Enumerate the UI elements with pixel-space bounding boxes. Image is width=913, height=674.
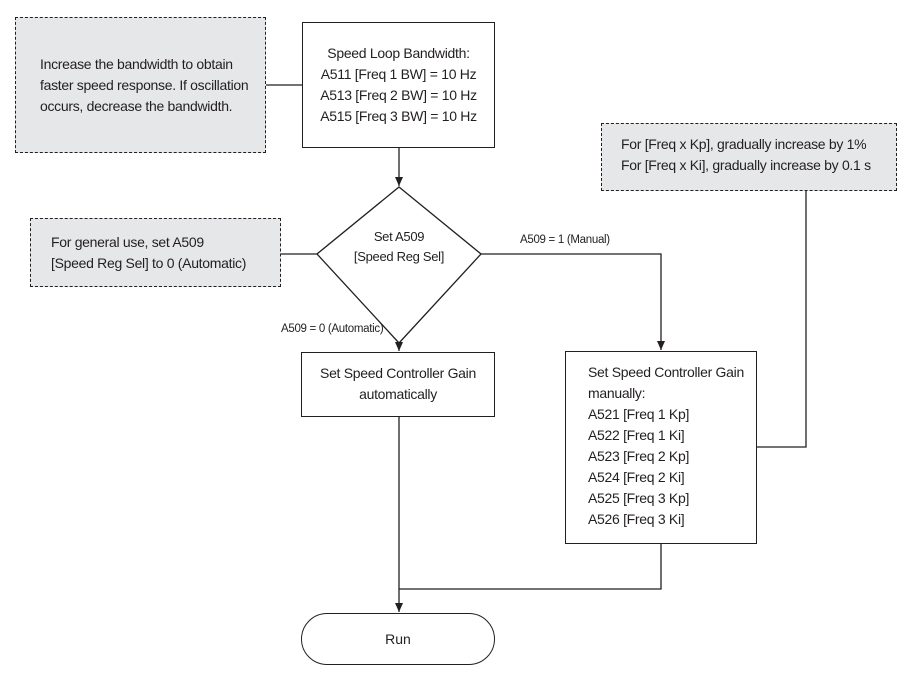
bandwidth-box-line: A511 [Freq 1 BW] = 10 Hz bbox=[320, 66, 477, 82]
manual-gain-item: A524 [Freq 2 Ki] bbox=[588, 469, 685, 485]
note-connector-gradual bbox=[757, 191, 807, 448]
manual-gain-item: A521 [Freq 1 Kp] bbox=[588, 406, 690, 422]
manual-gain-title: Set Speed Controller Gain bbox=[588, 364, 744, 380]
note-bandwidth: Increase the bandwidth to obtain faster … bbox=[15, 17, 266, 153]
manual-gain-box: Set Speed Controller Gain manually: A521… bbox=[565, 351, 757, 544]
edge-label-automatic: A509 = 0 (Automatic) bbox=[281, 323, 384, 335]
bandwidth-box-title: Speed Loop Bandwidth: bbox=[327, 45, 470, 61]
run-label: Run bbox=[385, 631, 411, 647]
decision-label-line: Set A509 bbox=[373, 229, 425, 244]
manual-gain-item: A522 [Freq 1 Ki] bbox=[588, 427, 685, 443]
note-gradual-line: For [Freq x Ki], gradually increase by 0… bbox=[621, 157, 871, 173]
note-bandwidth-line: Increase the bandwidth to obtain bbox=[40, 56, 233, 72]
decision-label: Set A509 [Speed Reg Sel] bbox=[339, 227, 459, 267]
note-general-line: For general use, set A509 bbox=[51, 234, 204, 250]
note-bandwidth-line: occurs, decrease the bandwidth. bbox=[40, 98, 233, 114]
auto-gain-line: automatically bbox=[359, 386, 437, 402]
note-gradual-line: For [Freq x Kp], gradually increase by 1… bbox=[621, 136, 867, 152]
manual-gain-item: A525 [Freq 3 Kp] bbox=[588, 490, 690, 506]
arrow-decision-to-manual bbox=[481, 253, 665, 350]
note-bandwidth-line: faster speed response. If oscillation bbox=[40, 77, 249, 93]
manual-gain-title: manually: bbox=[588, 385, 646, 401]
speed-loop-bandwidth-box: Speed Loop Bandwidth: A511 [Freq 1 BW] =… bbox=[302, 22, 495, 148]
run-terminal: Run bbox=[301, 613, 495, 665]
bandwidth-box-line: A515 [Freq 3 BW] = 10 Hz bbox=[320, 108, 477, 124]
auto-gain-line: Set Speed Controller Gain bbox=[320, 365, 476, 381]
note-gradual-increase: For [Freq x Kp], gradually increase by 1… bbox=[601, 123, 897, 191]
manual-gain-item: A526 [Freq 3 Ki] bbox=[588, 511, 685, 527]
line-manual-to-merge bbox=[399, 544, 662, 590]
auto-gain-box: Set Speed Controller Gain automatically bbox=[301, 352, 495, 417]
decision-label-line: [Speed Reg Sel] bbox=[353, 249, 445, 264]
note-general-line: [Speed Reg Sel] to 0 (Automatic) bbox=[51, 255, 247, 271]
edge-label-manual: A509 = 1 (Manual) bbox=[520, 234, 610, 246]
manual-gain-item: A523 [Freq 2 Kp] bbox=[588, 448, 690, 464]
note-general-use: For general use, set A509 [Speed Reg Sel… bbox=[30, 218, 281, 287]
bandwidth-box-line: A513 [Freq 2 BW] = 10 Hz bbox=[320, 87, 477, 103]
